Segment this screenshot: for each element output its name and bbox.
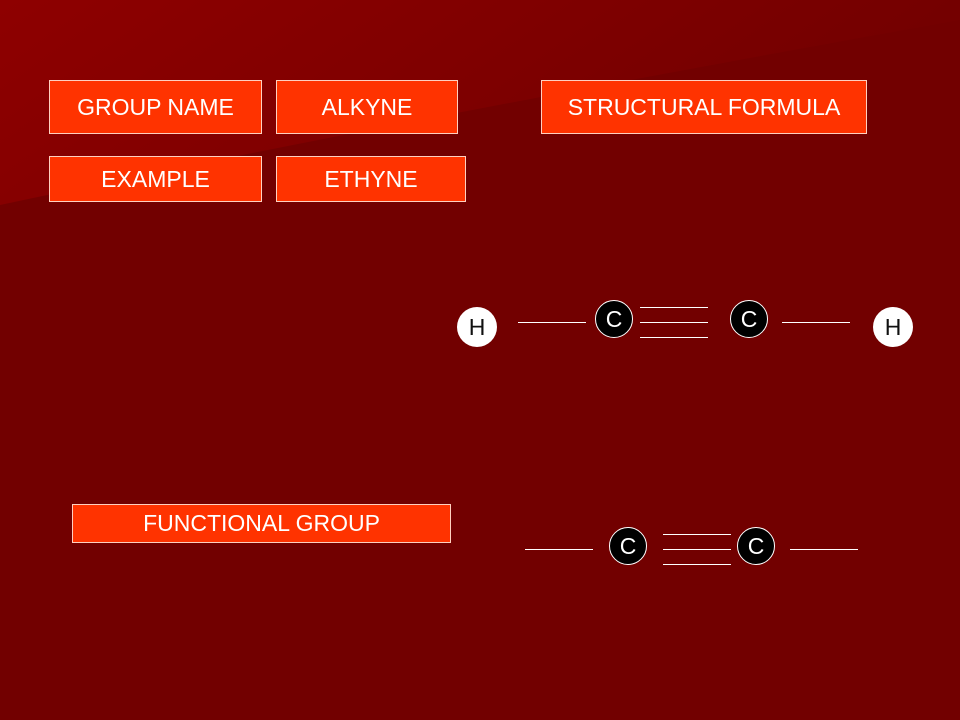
triple-bond-line-2	[640, 322, 708, 323]
hydrogen-atom-left: H	[457, 307, 497, 347]
example-label: EXAMPLE	[49, 156, 262, 202]
example-value-label: ETHYNE	[276, 156, 466, 202]
fg-carbon-atom-left: C	[609, 527, 647, 565]
single-bond-left	[518, 322, 586, 323]
fg-single-bond-right	[790, 549, 858, 550]
hydrogen-atom-right: H	[873, 307, 913, 347]
fg-triple-bond-line-1	[663, 534, 731, 535]
triple-bond-line-1	[640, 307, 708, 308]
triple-bond-line-3	[640, 337, 708, 338]
group-value-label: ALKYNE	[276, 80, 458, 134]
fg-triple-bond-line-2	[663, 549, 731, 550]
group-name-label: GROUP NAME	[49, 80, 262, 134]
fg-carbon-atom-right: C	[737, 527, 775, 565]
fg-triple-bond-line-3	[663, 564, 731, 565]
carbon-atom-left: C	[595, 300, 633, 338]
structural-formula-label: STRUCTURAL FORMULA	[541, 80, 867, 134]
functional-group-label: FUNCTIONAL GROUP	[72, 504, 451, 543]
carbon-atom-right: C	[730, 300, 768, 338]
fg-single-bond-left	[525, 549, 593, 550]
single-bond-right	[782, 322, 850, 323]
